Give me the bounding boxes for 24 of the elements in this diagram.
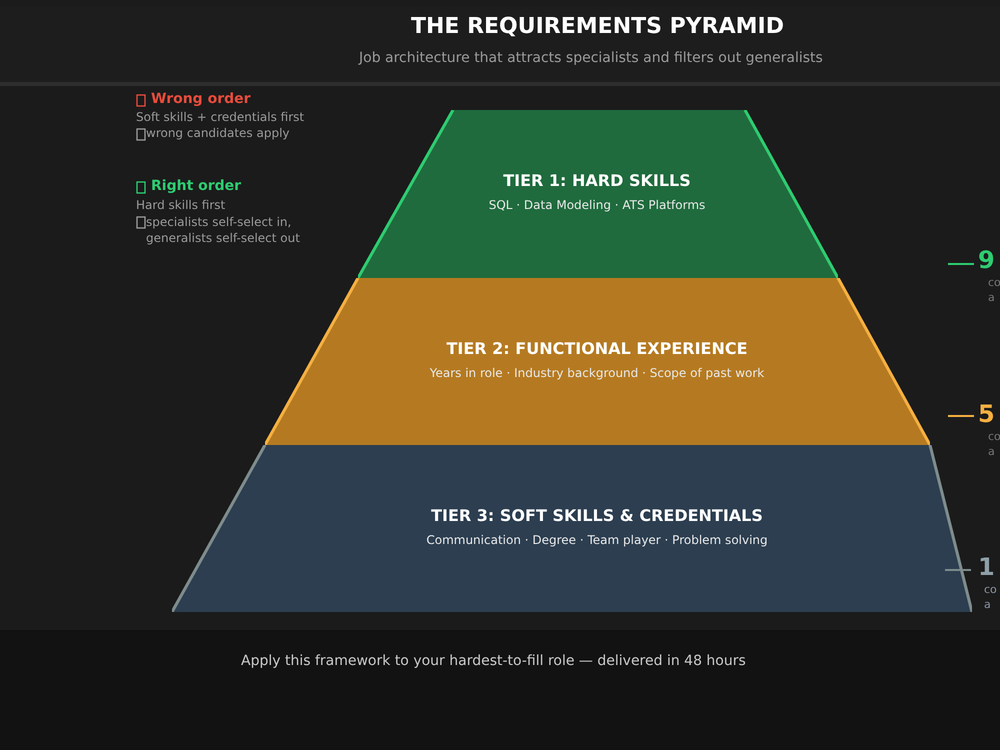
stat-text: a — [988, 291, 995, 304]
stat-text: co — [988, 430, 1000, 443]
stat-text: a — [984, 598, 991, 611]
note-text: Soft skills + credentials first — [136, 110, 304, 124]
subtitle: Job architecture that attracts specialists and filters out generalists — [359, 50, 823, 66]
callout-heading: Right order — [151, 178, 242, 194]
stat-number: 9 — [978, 246, 995, 274]
stat-text: a — [988, 445, 995, 458]
tier-heading: TIER 3: SOFT SKILLS & CREDENTIALS — [431, 506, 763, 525]
note-text: specialists self-select in, generalists self-select out — [146, 214, 301, 246]
note-text: Hard skills first — [136, 198, 226, 212]
tier-heading: TIER 1: HARD SKILLS — [503, 171, 691, 190]
note-text: wrong candidates apply — [146, 126, 290, 140]
stat-text: co — [984, 583, 997, 596]
tier-items: SQL · Data Modeling · ATS Platforms — [488, 198, 706, 212]
stat-number: 1 — [978, 553, 995, 581]
tier-items: Years in role · Industry background · Scope of past work — [430, 366, 764, 380]
title: THE REQUIREMENTS PYRAMID — [410, 14, 785, 39]
footer-text: Apply this framework to your hardest-to-fill role — delivered in 48 hours — [241, 653, 746, 669]
tier-heading: TIER 2: FUNCTIONAL EXPERIENCE — [446, 339, 748, 358]
callout-heading: Wrong order — [151, 91, 251, 107]
stat-text: co — [988, 276, 1000, 289]
stat-number: 5 — [978, 400, 995, 428]
tier-items: Communication · Degree · Team player · Problem solving — [426, 533, 768, 547]
